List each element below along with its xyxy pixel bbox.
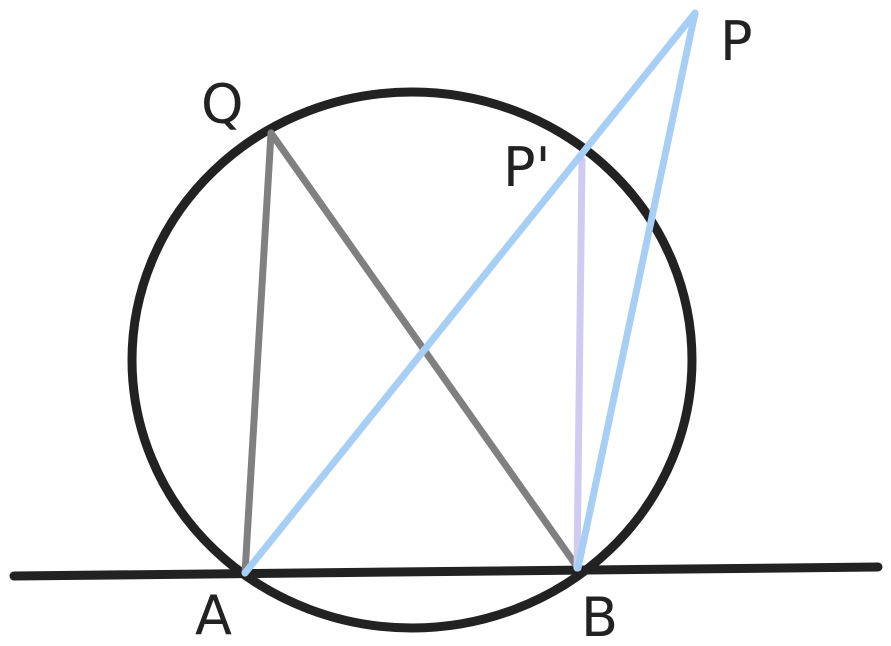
segment-aq — [241, 129, 275, 577]
label-b: B — [581, 586, 618, 646]
line-ab — [9, 562, 883, 581]
label-q: Q — [201, 73, 244, 136]
circle — [127, 87, 697, 633]
label-a: A — [195, 584, 232, 646]
segment-ap — [241, 9, 699, 577]
label-p-prime: P' — [503, 136, 550, 199]
segment-pprime-b — [573, 156, 586, 572]
label-p: P — [720, 10, 753, 73]
segment-pb — [574, 9, 699, 572]
